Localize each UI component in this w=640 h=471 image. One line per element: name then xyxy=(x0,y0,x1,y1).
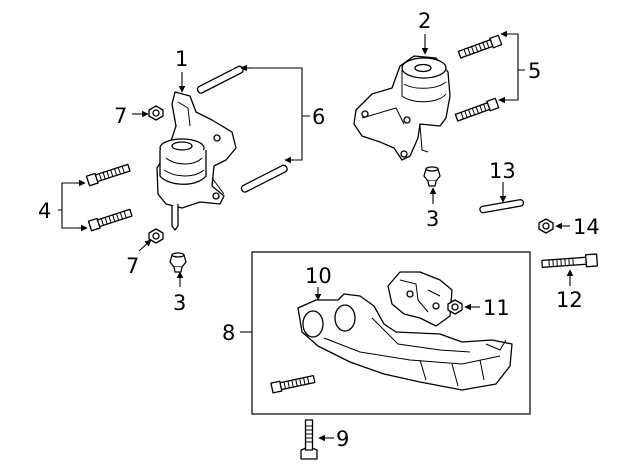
callout-2: 2 xyxy=(418,9,431,33)
callout-14: 14 xyxy=(573,215,600,239)
stud-lower xyxy=(240,164,288,193)
nut-upper-7 xyxy=(148,105,164,121)
callout-7-lower: 7 xyxy=(126,254,139,278)
bolt-upper-5 xyxy=(457,34,503,61)
bolt-12 xyxy=(541,253,599,268)
nut-14 xyxy=(538,218,554,234)
crossmember-bolt xyxy=(270,373,316,394)
engine-mount-right xyxy=(353,55,451,161)
callout-10: 10 xyxy=(305,264,332,288)
callout-12: 12 xyxy=(556,288,583,312)
crossmember xyxy=(297,293,513,391)
callout-3-lower: 3 xyxy=(173,291,186,315)
callout-1: 1 xyxy=(175,47,188,71)
callout-7-upper: 7 xyxy=(114,104,127,128)
callout-11: 11 xyxy=(483,296,510,320)
callout-8: 8 xyxy=(222,321,235,345)
callout-3-upper: 3 xyxy=(426,207,439,231)
leader-lines xyxy=(58,30,574,442)
bolt-lower-4 xyxy=(87,207,134,232)
callout-13: 13 xyxy=(489,159,516,183)
callout-5: 5 xyxy=(528,59,541,83)
callout-4: 4 xyxy=(38,199,51,223)
bolt-9 xyxy=(300,419,318,460)
callout-6: 6 xyxy=(312,105,325,129)
bolt-lower-5 xyxy=(454,97,500,124)
cap-nut-lower-3 xyxy=(169,252,187,273)
stud-13 xyxy=(479,199,525,214)
bolt-upper-4 xyxy=(85,162,132,187)
engine-mount-left xyxy=(156,91,237,231)
cap-nut-upper-3 xyxy=(423,166,441,187)
crossmember-group-frame xyxy=(251,251,531,415)
nut-lower-7 xyxy=(148,228,164,244)
callouts: 1 2 7 7 3 3 4 5 6 8 9 10 11 12 13 14 xyxy=(38,9,600,451)
stud-upper xyxy=(196,65,244,94)
bracket-11 xyxy=(387,271,463,327)
callout-9: 9 xyxy=(336,427,349,451)
